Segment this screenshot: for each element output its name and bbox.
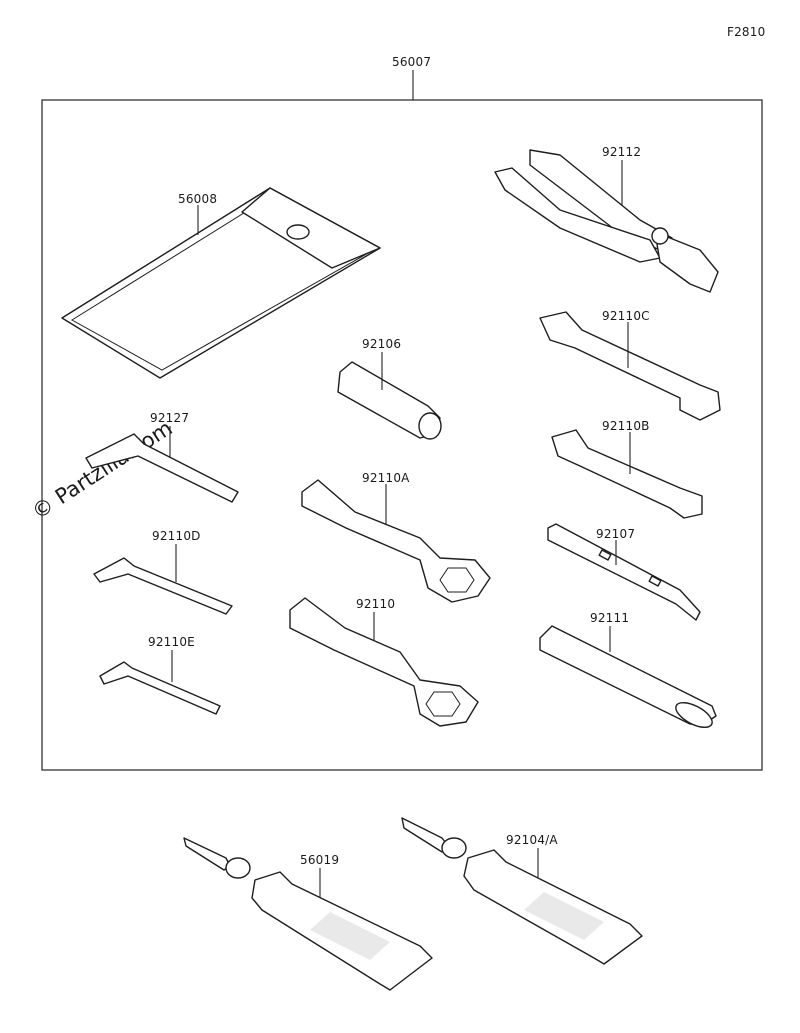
tool-bag-flap	[241, 187, 381, 269]
nozzle-92104A	[401, 817, 449, 853]
screwdriver-92107-band-2	[648, 575, 662, 587]
kit-frame	[41, 99, 763, 771]
part-92110-box-wrench[interactable]: 92110	[289, 597, 479, 727]
label-92104A: 92104/A	[506, 833, 558, 847]
nozzle-cap-92104A	[441, 837, 467, 859]
nozzle-56019	[183, 837, 231, 871]
tube-92104A-band	[524, 892, 604, 940]
handle-92111-end	[675, 701, 713, 729]
tube-56019-band	[310, 912, 390, 960]
hex-key-92110D-body	[93, 557, 233, 615]
hex-key-92127-body	[85, 433, 239, 503]
label-92110C: 92110C	[602, 309, 650, 323]
part-92111-handle[interactable]: 92111	[539, 611, 717, 732]
part-92110A-box-wrench[interactable]: 92110A	[301, 471, 491, 603]
part-92110E-hex-key[interactable]: 92110E	[99, 635, 221, 715]
label-92127: 92127	[150, 411, 189, 425]
box-wrench-92110A-hex	[439, 567, 475, 593]
part-92110C-wrench[interactable]: 92110C	[539, 309, 721, 421]
nozzle-cap-56019	[225, 857, 251, 879]
label-92112: 92112	[602, 145, 641, 159]
label-92107: 92107	[596, 527, 635, 541]
part-92107-screwdriver[interactable]: 92107	[547, 523, 701, 621]
part-92112-pliers[interactable]: 92112	[494, 145, 719, 293]
pliers-jaw	[654, 231, 719, 293]
part-56008-tool-bag[interactable]: 56008	[61, 187, 381, 379]
tool-bag-body	[61, 187, 381, 379]
screwdriver-92107-body	[547, 523, 701, 621]
hex-key-92110E-body	[99, 661, 221, 715]
box-wrench-92110A-body	[301, 479, 491, 603]
screwdriver-92107-band-1	[598, 549, 612, 561]
label-92110B: 92110B	[602, 419, 650, 433]
kit-label: 56007	[392, 55, 431, 69]
label-56019: 56019	[300, 853, 339, 867]
label-92110: 92110	[356, 597, 395, 611]
label-92110E: 92110E	[148, 635, 195, 649]
box-wrench-92110-hex	[425, 691, 461, 717]
partzilla-watermark: © Partzilla.com	[28, 416, 177, 524]
part-92127-hex-key[interactable]: 92127	[85, 411, 239, 503]
part-92110D-hex-key[interactable]: 92110D	[93, 529, 233, 615]
part-92106-socket[interactable]: 92106	[337, 337, 442, 440]
label-56008: 56008	[178, 192, 217, 206]
box-wrench-92110-body	[289, 597, 479, 727]
figure-code: F2810	[727, 25, 765, 39]
tool-kit-56007[interactable]: 56007	[41, 55, 763, 771]
label-92110D: 92110D	[152, 529, 201, 543]
part-92110B-wrench[interactable]: 92110B	[551, 419, 703, 519]
tool-bag-snap	[286, 224, 310, 240]
label-92110A: 92110A	[362, 471, 410, 485]
socket-92106-end	[418, 412, 442, 440]
pliers-pivot	[651, 227, 669, 245]
part-56019-tube[interactable]: 56019	[183, 837, 433, 991]
wrench-92110B-body	[551, 429, 703, 519]
part-92104A-tube[interactable]: 92104/A	[401, 817, 643, 965]
label-92106: 92106	[362, 337, 401, 351]
wrench-92110C-body	[539, 311, 721, 421]
label-92111: 92111	[590, 611, 629, 625]
